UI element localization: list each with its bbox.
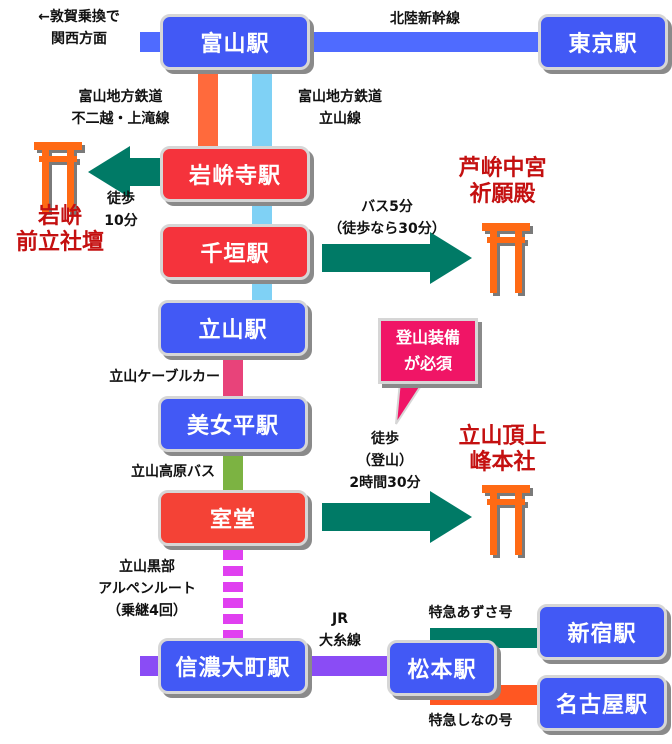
station-tateyama[interactable]: 立山駅 (158, 300, 308, 356)
line-fuji-kamitaki (198, 72, 218, 150)
station-matsumoto[interactable]: 松本駅 (387, 640, 497, 696)
label-alpen-route-line2: アルペンルート (98, 581, 196, 597)
station-bijodaira[interactable]: 美女平駅 (158, 396, 308, 452)
line-hokuriku-shinkansen (305, 32, 545, 52)
station-iwakuraji-label: 岩峅寺駅 (188, 164, 281, 189)
shrine-ashikuraji-line2: 祈願殿 (469, 182, 536, 207)
torii-icon-ashikuraji (482, 223, 533, 296)
label-alpen-route-line3: （乗継4回） (107, 603, 187, 619)
station-nagoya[interactable]: 名古屋駅 (537, 675, 667, 731)
label-chigaki-bus: バス5分 （徒歩なら30分） (312, 196, 462, 240)
label-iwakuraji-walk-line2: 10分 (104, 213, 138, 229)
arrow-chigaki-to-ashikuraji (322, 232, 472, 284)
station-toyama[interactable]: 富山駅 (160, 14, 310, 70)
station-chigaki-label: 千垣駅 (200, 242, 270, 267)
station-bijodaira-label: 美女平駅 (186, 414, 279, 439)
label-murodo-walk-line1: 徒歩 (371, 431, 399, 447)
line-kogen-bus (223, 448, 243, 493)
callout-line2: が必須 (403, 354, 452, 373)
arrow-iwakuraji-to-maetate (88, 146, 160, 198)
station-toyama-label: 富山駅 (200, 32, 270, 57)
label-oito-line1: JR (332, 611, 348, 627)
label-iwakuraji-walk: 徒歩 10分 (96, 188, 146, 232)
station-nagoya-label: 名古屋駅 (555, 693, 648, 718)
line-oito-west (140, 656, 162, 676)
shrine-mine-line1: 立山頂上 (458, 424, 547, 449)
station-shinano-omachi-label: 信濃大町駅 (175, 656, 291, 681)
station-iwakuraji[interactable]: 岩峅寺駅 (160, 146, 310, 202)
label-murodo-walk: 徒歩 （登山） 2時間30分 (330, 428, 440, 494)
label-kogen-bus: 立山高原バス (131, 464, 215, 480)
station-murodo[interactable]: 室堂 (158, 490, 308, 546)
label-hokuriku-shinkansen: 北陸新幹線 (390, 11, 460, 27)
label-tateyama-line: 富山地方鉄道 立山線 (275, 86, 405, 130)
callout-climbing-gear: 登山装備 が必須 (378, 318, 478, 384)
shrine-maetate-line2: 前立社壇 (15, 230, 104, 255)
label-alpen-route-line1: 立山黒部 (119, 559, 175, 575)
label-oito: JR 大糸線 (310, 608, 370, 652)
shrine-ashikuraji: 芦峅中宮 祈願殿 (440, 156, 565, 208)
line-cable-car (223, 355, 243, 400)
station-tokyo-label: 東京駅 (568, 32, 638, 57)
label-azusa: 特急あずさ号 (428, 605, 513, 621)
label-fuji-kamitaki: 富山地方鉄道 不二越・上滝線 (48, 86, 193, 130)
station-tateyama-label: 立山駅 (198, 318, 268, 343)
arrow-murodo-to-mine (322, 491, 472, 543)
shrine-maetate-line1: 岩峅 (37, 204, 82, 229)
label-kansai-line2: 関西方面 (51, 31, 107, 47)
label-chigaki-bus-line1: バス5分 (361, 199, 413, 215)
station-tokyo[interactable]: 東京駅 (538, 14, 668, 70)
label-murodo-walk-line3: 2時間30分 (349, 475, 421, 491)
label-alpen-route: 立山黒部 アルペンルート （乗継4回） (72, 556, 222, 622)
label-tateyama-line-line2: 立山線 (319, 111, 361, 127)
label-tateyama-line-line1: 富山地方鉄道 (298, 89, 382, 105)
shrine-mine-line2: 峰本社 (469, 450, 536, 475)
line-oito (305, 656, 395, 676)
shrine-maetate: 岩峅 前立社壇 (0, 204, 120, 256)
label-iwakuraji-walk-line1: 徒歩 (107, 191, 135, 207)
torii-icon-mine (482, 485, 533, 558)
label-oito-line2: 大糸線 (319, 633, 361, 649)
label-fuji-kamitaki-line1: 富山地方鉄道 (78, 89, 163, 105)
label-shinano: 特急しなの号 (428, 713, 513, 729)
label-fuji-kamitaki-line2: 不二越・上滝線 (71, 111, 170, 127)
shrine-ashikuraji-line1: 芦峅中宮 (458, 156, 547, 181)
callout-line1: 登山装備 (395, 328, 460, 347)
station-matsumoto-label: 松本駅 (407, 658, 477, 683)
label-chigaki-bus-line2: （徒歩なら30分） (328, 221, 446, 237)
station-shinjuku-label: 新宿駅 (567, 622, 637, 647)
label-kansai-line1: ←敦賀乗換で (38, 9, 120, 25)
label-cable-car: 立山ケーブルカー (109, 369, 220, 385)
station-chigaki[interactable]: 千垣駅 (160, 224, 310, 280)
station-shinano-omachi[interactable]: 信濃大町駅 (158, 638, 308, 694)
label-murodo-walk-line2: （登山） (357, 453, 413, 469)
station-murodo-label: 室堂 (209, 508, 256, 533)
label-kansai: ←敦賀乗換で 関西方面 (14, 6, 144, 50)
line-alpen-route (223, 550, 243, 640)
station-shinjuku[interactable]: 新宿駅 (537, 604, 667, 660)
shrine-mine: 立山頂上 峰本社 (440, 424, 565, 476)
callout-tail (395, 380, 426, 425)
